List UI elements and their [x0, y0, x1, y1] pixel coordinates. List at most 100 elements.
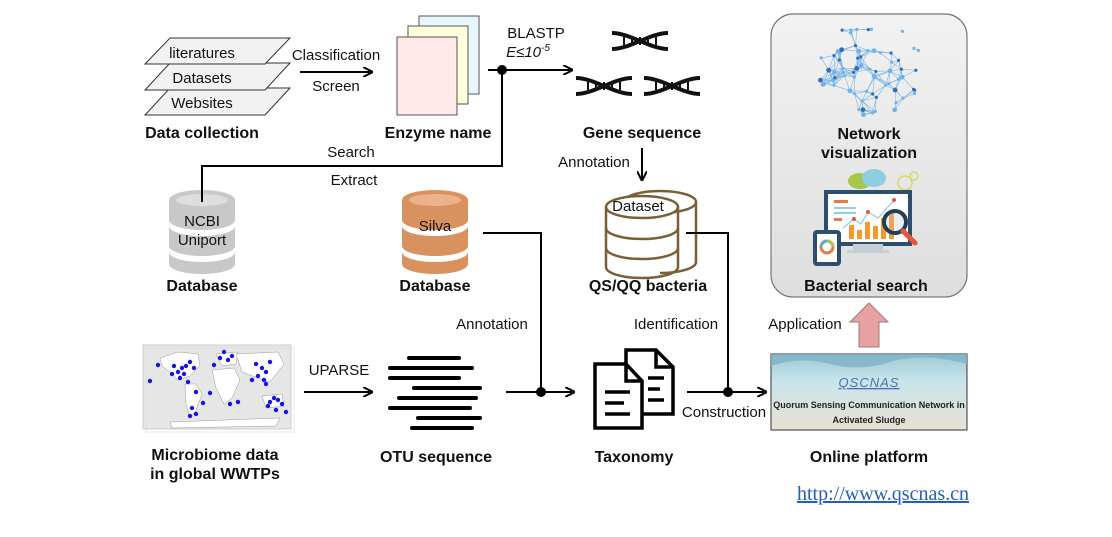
sample-site-dot [211, 362, 217, 368]
data-collection-stack: literatures Datasets Websites [143, 37, 292, 116]
blastp-label: BLASTP [507, 25, 565, 42]
network-node [841, 66, 845, 70]
taxonomy-caption: Taxonomy [595, 449, 674, 466]
network-node [835, 49, 840, 53]
network-node [868, 67, 872, 71]
network-node [892, 87, 898, 93]
network-node [857, 107, 861, 112]
network-node [854, 66, 860, 71]
sample-site-dot [235, 399, 241, 405]
qscnas-fullname-1: Quorum Sensing Communication Network in [773, 400, 965, 410]
network-node [871, 92, 875, 96]
platform-url-link[interactable]: http://www.qscnas.cn [797, 483, 969, 505]
layer-datasets: Datasets [172, 70, 231, 87]
bacterial-search-icon [813, 169, 919, 266]
network-node [832, 53, 836, 58]
sample-site-dot [191, 365, 197, 371]
dna-helix-icon [611, 31, 669, 51]
network-icon [818, 27, 920, 118]
uniport-label: Uniport [178, 232, 227, 249]
application-arrow-icon [848, 302, 890, 348]
network-node [837, 58, 841, 62]
bacterial-search-caption: Bacterial search [804, 278, 928, 295]
network-node [896, 58, 901, 62]
network-node [840, 28, 844, 32]
network-node [887, 82, 891, 86]
sample-site-dot [193, 389, 199, 395]
sample-site-dot [261, 377, 267, 383]
network-node [878, 51, 882, 55]
network-node [900, 29, 905, 33]
qscnas-banner[interactable]: QSCNAS Quorum Sensing Communication Netw… [770, 353, 968, 431]
network-node [826, 67, 832, 73]
sample-site-dot [217, 355, 223, 361]
sample-site-dot [267, 399, 273, 405]
gene-caption: Gene sequence [583, 125, 701, 142]
network-node [899, 67, 903, 71]
network-node [849, 31, 853, 35]
sample-site-dot [259, 365, 265, 371]
data-collection-caption: Data collection [145, 125, 259, 142]
silva-database-icon [402, 190, 468, 274]
sample-site-dot [155, 362, 161, 368]
otu-sequence-icon [388, 356, 482, 430]
network-node [841, 70, 845, 74]
sample-site-dot [187, 413, 193, 419]
network-node [856, 56, 860, 60]
platform-caption: Online platform [810, 449, 928, 466]
qs-caption: QS/QQ bacteria [589, 278, 707, 295]
extract-label: Extract [331, 172, 379, 189]
qscnas-logo: QSCNAS [839, 375, 900, 390]
sample-site-dot [189, 405, 195, 411]
network-node [832, 83, 836, 87]
sample-site-dot [253, 361, 259, 367]
network-node [874, 69, 878, 74]
network-node [899, 74, 905, 80]
annotation-otu-label: Annotation [456, 316, 528, 333]
ncbi-label: NCBI [184, 213, 220, 230]
network-node [818, 77, 823, 83]
sample-site-dot [225, 357, 231, 363]
microbiome-caption-2: in global WWTPs [150, 466, 280, 483]
world-map-image [142, 344, 295, 433]
dna-helix-icon [643, 76, 701, 96]
network-node [832, 69, 837, 75]
network-node [912, 46, 916, 50]
network-node [849, 28, 853, 32]
network-node [861, 112, 866, 118]
sample-site-dot [227, 401, 233, 407]
sample-site-dot [169, 371, 175, 377]
sample-site-dot [221, 349, 227, 355]
network-node [832, 79, 836, 83]
network-node [871, 111, 875, 115]
screen-label: Screen [312, 78, 360, 95]
silva-line [483, 232, 542, 392]
identification-label: Identification [634, 316, 718, 333]
sample-site-dot [147, 378, 153, 384]
network-node [852, 75, 856, 79]
junction-dot [723, 387, 733, 397]
uparse-label: UPARSE [309, 362, 370, 379]
sample-site-dot [183, 363, 189, 369]
network-node [916, 48, 920, 52]
network-node [819, 56, 823, 60]
network-caption-1: Network [837, 126, 900, 143]
taxonomy-documents-icon [593, 348, 675, 430]
network-node [851, 70, 856, 75]
network-node [859, 55, 863, 59]
network-node [839, 47, 845, 53]
network-node [866, 48, 870, 53]
sample-site-dot [171, 363, 177, 369]
sample-site-dot [175, 369, 181, 375]
network-node [869, 27, 874, 31]
sample-site-dot [185, 379, 191, 385]
sample-site-dot [279, 401, 285, 407]
network-node [887, 68, 893, 74]
sample-site-dot [255, 373, 261, 379]
qs-line [686, 232, 729, 392]
ncbi-caption: Database [166, 278, 237, 295]
sample-site-dot [263, 381, 269, 387]
junction-dot [536, 387, 546, 397]
network-node [889, 60, 894, 64]
sample-site-dot [187, 359, 193, 365]
